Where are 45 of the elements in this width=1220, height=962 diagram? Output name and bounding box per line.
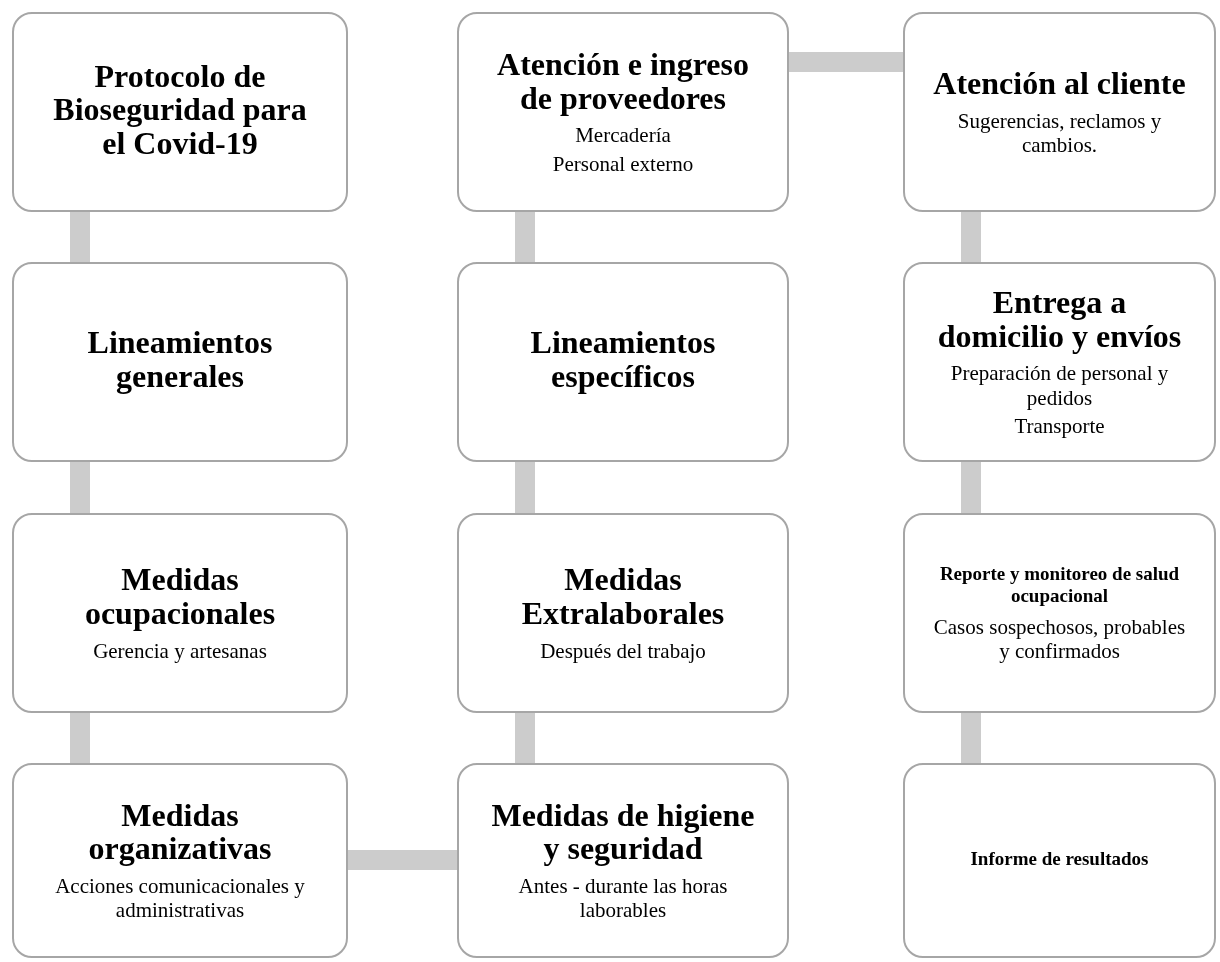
box-text: Casos sospechosos, probables y confirmados — [933, 614, 1186, 663]
box-heading: Atención al cliente — [933, 67, 1186, 101]
rounded-box — [903, 763, 1216, 958]
box-text: Acciones comunicacionales y administrativas — [54, 873, 306, 923]
box-text: Sugerencias, reclamos y cambios. — [956, 108, 1163, 157]
box-heading: Medidas ocupacionales — [83, 563, 277, 631]
connector-bar — [515, 713, 535, 763]
box-text: Preparación de personal y pedidos — [949, 361, 1170, 410]
box-text: Después del trabajo — [540, 638, 706, 663]
rounded-box — [12, 12, 348, 212]
rounded-box — [12, 513, 348, 713]
box-heading: Protocolo de Bioseguridad para el Covid-19 — [52, 59, 308, 161]
box-text: Personal externo — [552, 151, 694, 176]
connector-bar — [961, 462, 981, 513]
rounded-box — [903, 262, 1216, 462]
box-heading: Entrega a domicilio y envíos — [936, 286, 1183, 354]
connector-bar — [789, 52, 903, 72]
box-heading: Medidas Extralaborales — [520, 563, 726, 631]
box-text: Antes - durante las horas laborables — [517, 873, 729, 923]
connector-bar — [515, 462, 535, 513]
rounded-box — [903, 513, 1216, 713]
connector-bar — [961, 713, 981, 763]
rounded-box — [457, 763, 789, 958]
box-heading: Informe de resultados — [970, 847, 1149, 870]
connector-bar — [70, 462, 90, 513]
rounded-box — [457, 12, 789, 212]
box-heading: Reporte y monitoreo de salud ocupacional — [938, 563, 1181, 607]
connector-bar — [961, 212, 981, 262]
box-text: Transporte — [1014, 413, 1105, 438]
box-text: Gerencia y artesanas — [93, 638, 267, 663]
box-heading: Lineamientos específicos — [529, 326, 717, 394]
box-text: Mercadería — [575, 123, 671, 148]
box-heading: Atención e ingreso de proveedores — [496, 48, 750, 116]
rounded-box — [457, 513, 789, 713]
connector-bar — [348, 850, 457, 870]
connector-bar — [70, 212, 90, 262]
rounded-box — [12, 763, 348, 958]
box-heading: Lineamientos generales — [86, 326, 274, 394]
connector-bar — [70, 713, 90, 763]
connector-bar — [515, 212, 535, 262]
rounded-box — [903, 12, 1216, 212]
rounded-box — [12, 262, 348, 462]
rounded-box — [457, 262, 789, 462]
box-heading: Medidas de higiene y seguridad — [490, 798, 756, 866]
box-heading: Medidas organizativas — [87, 798, 273, 866]
